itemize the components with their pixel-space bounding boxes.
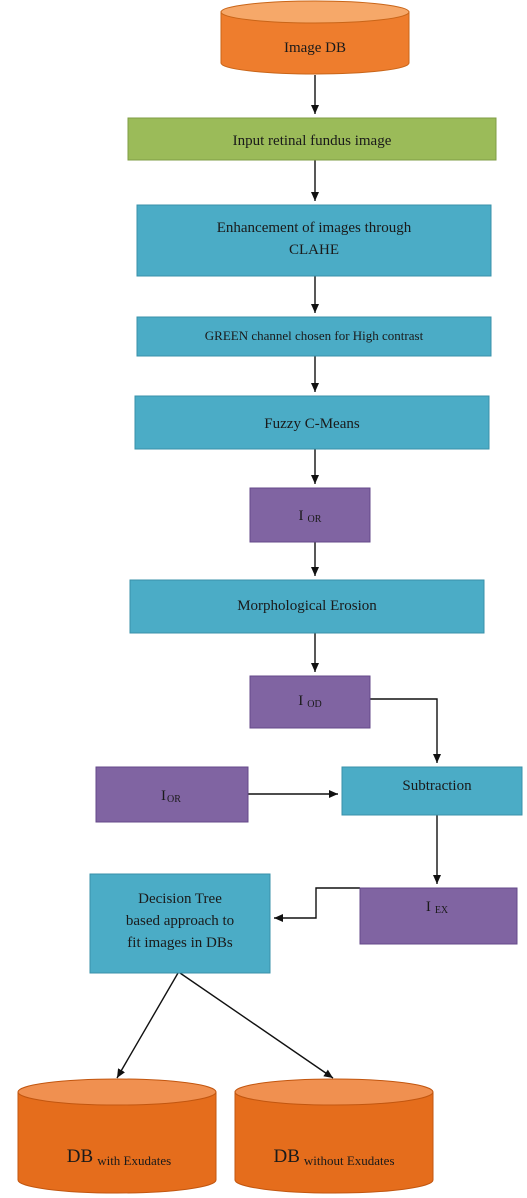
i-od-box: I OD bbox=[249, 675, 371, 729]
clahe-box: Enhancement of images through CLAHE bbox=[136, 204, 492, 277]
arrow-iex-to-decision bbox=[274, 887, 360, 922]
i-or-input-box: IOR bbox=[95, 766, 249, 823]
clahe-label-line1: Enhancement of images through bbox=[217, 220, 412, 236]
input-image-label: Input retinal fundus image bbox=[233, 133, 392, 149]
image-db-body bbox=[220, 11, 410, 75]
fcm-label: Fuzzy C-Means bbox=[264, 416, 360, 432]
db-with-subscript: with Exudates bbox=[97, 1153, 171, 1168]
clahe-label-line2: CLAHE bbox=[289, 242, 339, 258]
erosion-box: Morphological Erosion bbox=[129, 579, 485, 634]
i-od-main: I bbox=[298, 693, 303, 709]
db-with-top bbox=[17, 1078, 217, 1106]
subtraction-box: Subtraction bbox=[341, 766, 523, 816]
db-with-body bbox=[17, 1091, 217, 1194]
green-channel-box: GREEN channel chosen for High contrast bbox=[136, 316, 492, 357]
i-od-subscript: OD bbox=[307, 699, 321, 710]
db-with-label: DB with Exudates bbox=[67, 1146, 171, 1168]
db-with-exudates-cylinder: DB with Exudates bbox=[17, 1078, 217, 1194]
i-or-input-main: I bbox=[161, 788, 166, 804]
db-without-body bbox=[234, 1091, 434, 1194]
fcm-box: Fuzzy C-Means bbox=[134, 395, 490, 450]
input-image-box: Input retinal fundus image bbox=[127, 117, 497, 161]
i-or-subscript: OR bbox=[308, 514, 322, 525]
i-or-input-label: IOR bbox=[161, 788, 181, 805]
green-channel-label: GREEN channel chosen for High contrast bbox=[205, 328, 424, 343]
decision-tree-line3: fit images in DBs bbox=[127, 935, 233, 951]
i-od-label: I OD bbox=[298, 693, 321, 710]
arrow-decision-to-db-without bbox=[179, 972, 334, 1079]
db-without-main: DB bbox=[273, 1146, 299, 1167]
db-without-exudates-cylinder: DB without Exudates bbox=[234, 1078, 434, 1194]
db-without-label: DB without Exudates bbox=[273, 1146, 394, 1168]
db-without-subscript: without Exudates bbox=[304, 1153, 395, 1168]
image-db-label: Image DB bbox=[284, 40, 346, 56]
arrow-iod-to-subtraction bbox=[370, 698, 441, 763]
subtraction-label: Subtraction bbox=[402, 778, 472, 794]
connectors bbox=[116, 75, 441, 1079]
erosion-label: Morphological Erosion bbox=[237, 598, 377, 614]
arrow-decision-to-db-with bbox=[116, 972, 179, 1079]
db-without-top bbox=[234, 1078, 434, 1106]
image-db-cylinder: Image DB bbox=[220, 0, 410, 75]
db-with-main: DB bbox=[67, 1146, 93, 1167]
i-or-box: I OR bbox=[249, 487, 371, 543]
image-db-top bbox=[220, 0, 410, 24]
i-ex-box: I EX bbox=[359, 887, 518, 945]
i-or-label: I OR bbox=[299, 508, 322, 525]
decision-tree-line2: based approach to bbox=[126, 913, 234, 929]
i-or-main: I bbox=[299, 508, 304, 524]
i-or-input-subscript: OR bbox=[167, 794, 181, 805]
decision-tree-line1: Decision Tree bbox=[138, 891, 222, 907]
i-ex-main: I bbox=[426, 899, 431, 915]
decision-tree-box: Decision Tree based approach to fit imag… bbox=[89, 873, 271, 974]
i-ex-label: I EX bbox=[426, 899, 449, 916]
i-ex-subscript: EX bbox=[435, 905, 449, 916]
